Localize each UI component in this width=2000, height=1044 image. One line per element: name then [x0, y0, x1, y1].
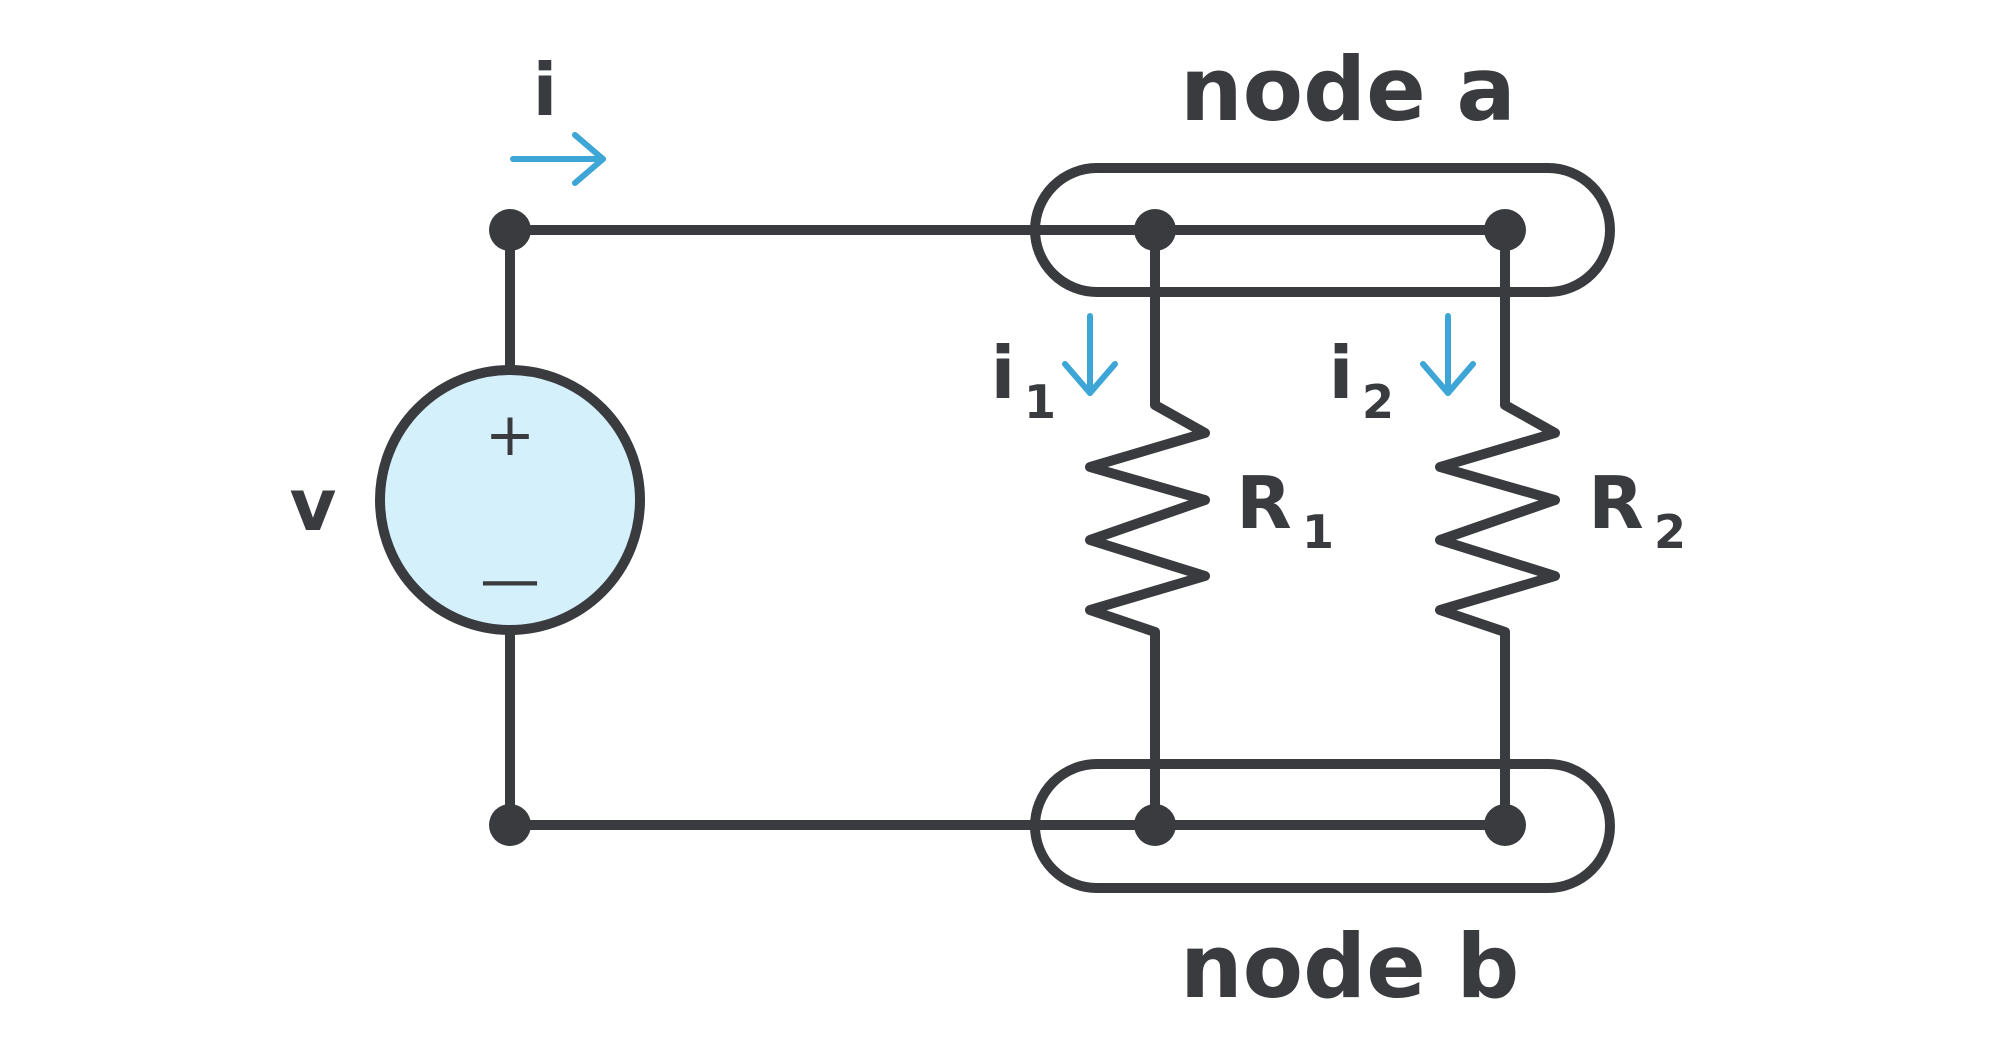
resistor-2 [1435, 225, 1560, 830]
current-i2-subscript: 2 [1362, 375, 1394, 429]
junction-dot-bottom-left [489, 804, 531, 846]
junction-dot-top-left [489, 209, 531, 251]
current-arrow-i [510, 132, 606, 186]
junction-dot-top-r1 [1134, 209, 1176, 251]
node-b-label: node b [1180, 915, 1519, 1018]
resistor-1-subscript: 1 [1302, 505, 1334, 559]
node-a-label: node a [1180, 38, 1516, 141]
current-i-label: i [533, 48, 558, 132]
resistor-2-subscript: 2 [1654, 505, 1686, 559]
junction-dot-top-r2 [1484, 209, 1526, 251]
current-i2-label: i [1329, 331, 1354, 415]
current-arrow-i2 [1420, 313, 1476, 396]
plus-sign: + [485, 400, 535, 470]
resistor-1 [1085, 225, 1210, 830]
resistor-2-label: R [1588, 461, 1643, 545]
current-i1-label: i [991, 331, 1016, 415]
junction-dot-bottom-r1 [1134, 804, 1176, 846]
minus-sign: — [480, 545, 540, 615]
current-arrow-i1 [1062, 313, 1118, 396]
voltage-label: v [290, 463, 337, 547]
resistor-1-label: R [1236, 461, 1291, 545]
junction-dot-bottom-r2 [1484, 804, 1526, 846]
current-i1-subscript: 1 [1024, 375, 1056, 429]
voltage-source [375, 365, 645, 635]
